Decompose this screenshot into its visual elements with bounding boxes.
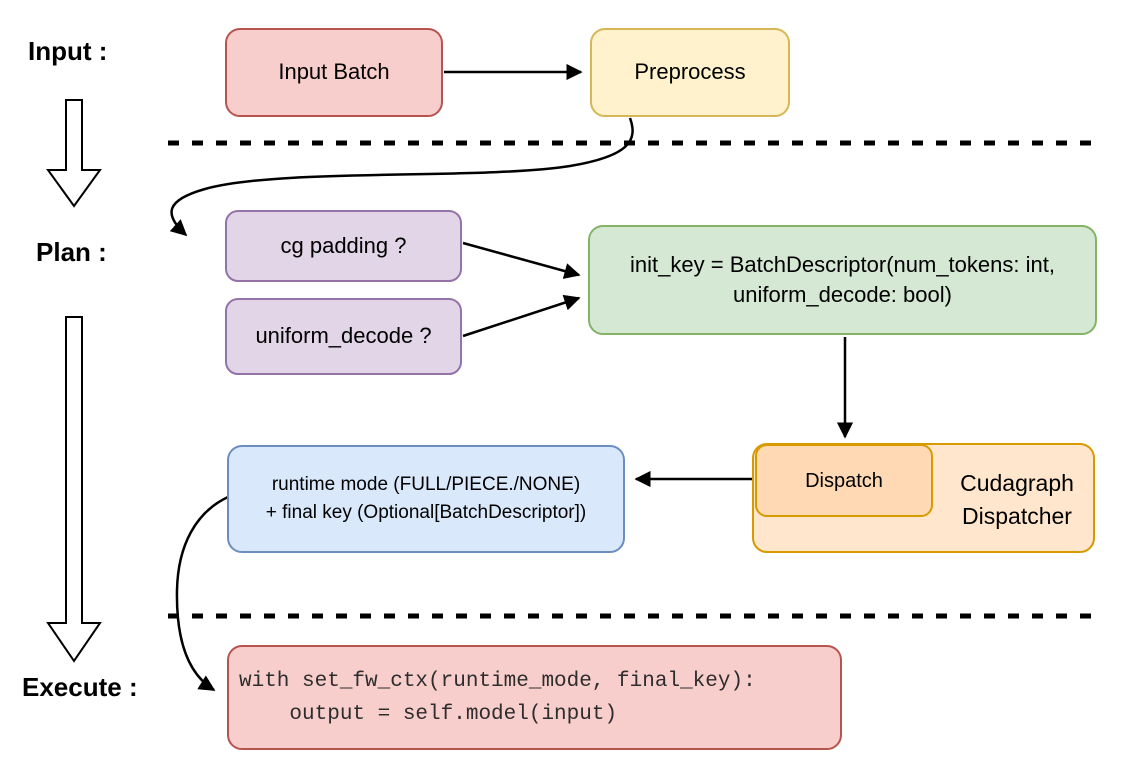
node-preprocess-label: Preprocess [634,59,746,85]
node-cudagraph-dispatcher-label: Cudagraph Dispatcher [942,445,1092,555]
node-dispatch-label: Dispatch [805,469,883,492]
connector-preprocess-to-plan [169,117,634,237]
node-init-key-line2: uniform_decode: bool) [733,282,952,307]
node-execute-code: with set_fw_ctx(runtime_mode, final_key)… [227,645,842,750]
node-uniform-decode: uniform_decode ? [225,298,462,375]
connector-runtimemode-to-execute [175,495,229,692]
node-execute-code-line1: with set_fw_ctx(runtime_mode, final_key)… [239,669,756,693]
down-arrow-icon-plan [46,316,102,663]
node-init-key: init_key = BatchDescriptor(num_tokens: i… [588,225,1097,335]
node-init-key-line1: init_key = BatchDescriptor(num_tokens: i… [630,252,1055,277]
section-label-input: Input : [28,36,108,66]
down-arrow-icon-input [46,99,102,208]
connector-uniformdecode-to-initkey [462,294,581,338]
node-uniform-decode-label: uniform_decode ? [255,323,432,349]
node-runtime-mode-line1: runtime mode (FULL/PIECE./NONE) [271,474,581,495]
node-dispatch: Dispatch [755,444,933,517]
node-execute-code-line2: output = self.model(input) [239,702,618,726]
node-runtime-mode: runtime mode (FULL/PIECE./NONE) + final … [227,445,625,553]
node-input-batch: Input Batch [225,28,443,117]
node-runtime-mode-line2: + final key (Optional[BatchDescriptor]) [265,502,587,523]
node-preprocess: Preprocess [590,28,790,117]
node-cudagraph-line2: Dispatcher [962,503,1072,529]
node-cg-padding-label: cg padding ? [280,232,407,258]
node-cg-padding: cg padding ? [225,210,462,282]
node-cudagraph-line1: Cudagraph [960,470,1074,496]
section-label-execute: Execute : [22,672,138,702]
section-label-plan: Plan : [36,237,107,267]
connector-cgpadding-to-initkey [462,241,581,279]
node-input-batch-label: Input Batch [278,59,390,85]
